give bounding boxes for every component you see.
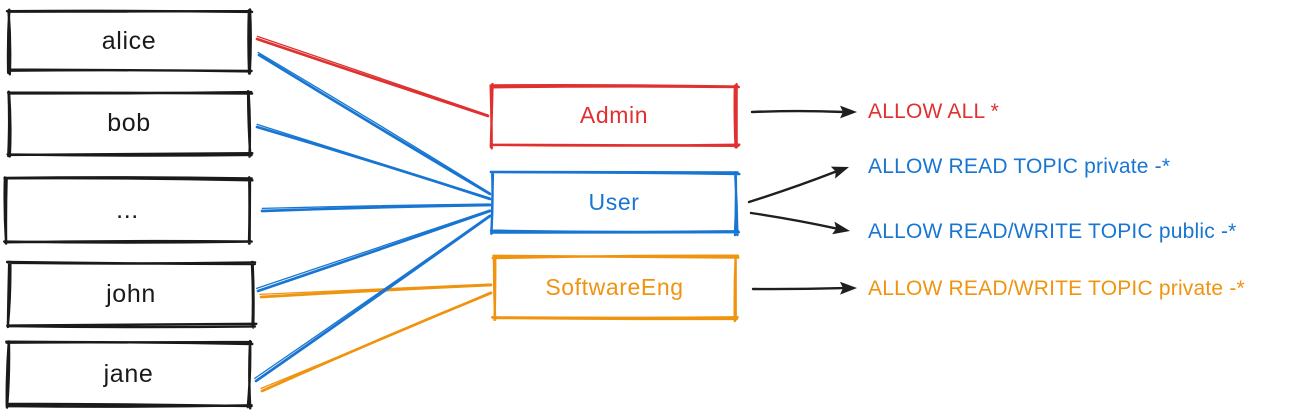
grant-arrowhead-admin-allow-all bbox=[840, 105, 857, 119]
membership-edge-echo-bob-user bbox=[256, 123, 491, 199]
permission-label-rw-public: ALLOW READ/WRITE TOPIC public -* bbox=[868, 220, 1237, 243]
membership-edge-jane-user bbox=[254, 214, 492, 383]
role-node-user: User bbox=[588, 189, 640, 215]
user-node-dots: ... bbox=[116, 195, 139, 224]
membership-edge-echo-john-user bbox=[255, 209, 491, 290]
membership-edge-echo-jane-user bbox=[254, 214, 491, 380]
grant-arrow-line-user-read-private bbox=[747, 170, 838, 204]
grant-arrowhead-user-read-private bbox=[830, 166, 849, 179]
membership-edge-alice-admin bbox=[255, 37, 490, 118]
membership-edge-dots-user bbox=[260, 203, 492, 213]
grant-arrowhead-softwareeng-rw-private bbox=[839, 281, 857, 295]
grant-arrow-line-user-rw-public bbox=[749, 211, 839, 230]
membership-edge-echo-alice-user bbox=[257, 51, 491, 194]
softwareeng-box-border bbox=[490, 254, 740, 323]
permission-label-read-private: ALLOW READ TOPIC private -* bbox=[868, 155, 1171, 178]
grant-arrowhead-user-rw-public bbox=[832, 221, 850, 235]
permission-label-rw-private: ALLOW READ/WRITE TOPIC private -* bbox=[868, 277, 1245, 300]
membership-edge-echo-dots-user bbox=[261, 203, 491, 210]
user-box-border bbox=[489, 170, 741, 237]
user-node-john: john bbox=[106, 279, 156, 308]
dots-box-border bbox=[3, 176, 254, 245]
membership-edge-john-user bbox=[256, 209, 492, 293]
membership-edge-john-softwareeng bbox=[259, 283, 493, 299]
user-node-jane: jane bbox=[103, 359, 154, 388]
user-node-alice: alice bbox=[101, 26, 157, 55]
jane-box-border bbox=[5, 339, 254, 410]
role-node-admin: Admin bbox=[579, 102, 649, 128]
membership-edge-echo-jane-softwareeng bbox=[260, 291, 492, 390]
john-box-border bbox=[5, 260, 258, 329]
membership-edge-echo-alice-admin bbox=[256, 35, 489, 116]
membership-edge-alice-user bbox=[257, 53, 492, 196]
bob-box-border bbox=[6, 90, 254, 158]
grant-arrow-line-admin-allow-all bbox=[750, 109, 846, 114]
alice-box-border bbox=[5, 8, 254, 76]
membership-edge-bob-user bbox=[255, 125, 492, 201]
user-node-bob: bob bbox=[107, 109, 151, 137]
membership-edge-echo-john-softwareeng bbox=[259, 283, 492, 296]
role-node-softwareeng: SoftwareEng bbox=[545, 274, 684, 300]
admin-box-border bbox=[489, 82, 741, 150]
grant-arrow-line-softwareeng-rw-private bbox=[751, 286, 846, 291]
permission-label-allow-all: ALLOW ALL * bbox=[868, 100, 999, 123]
